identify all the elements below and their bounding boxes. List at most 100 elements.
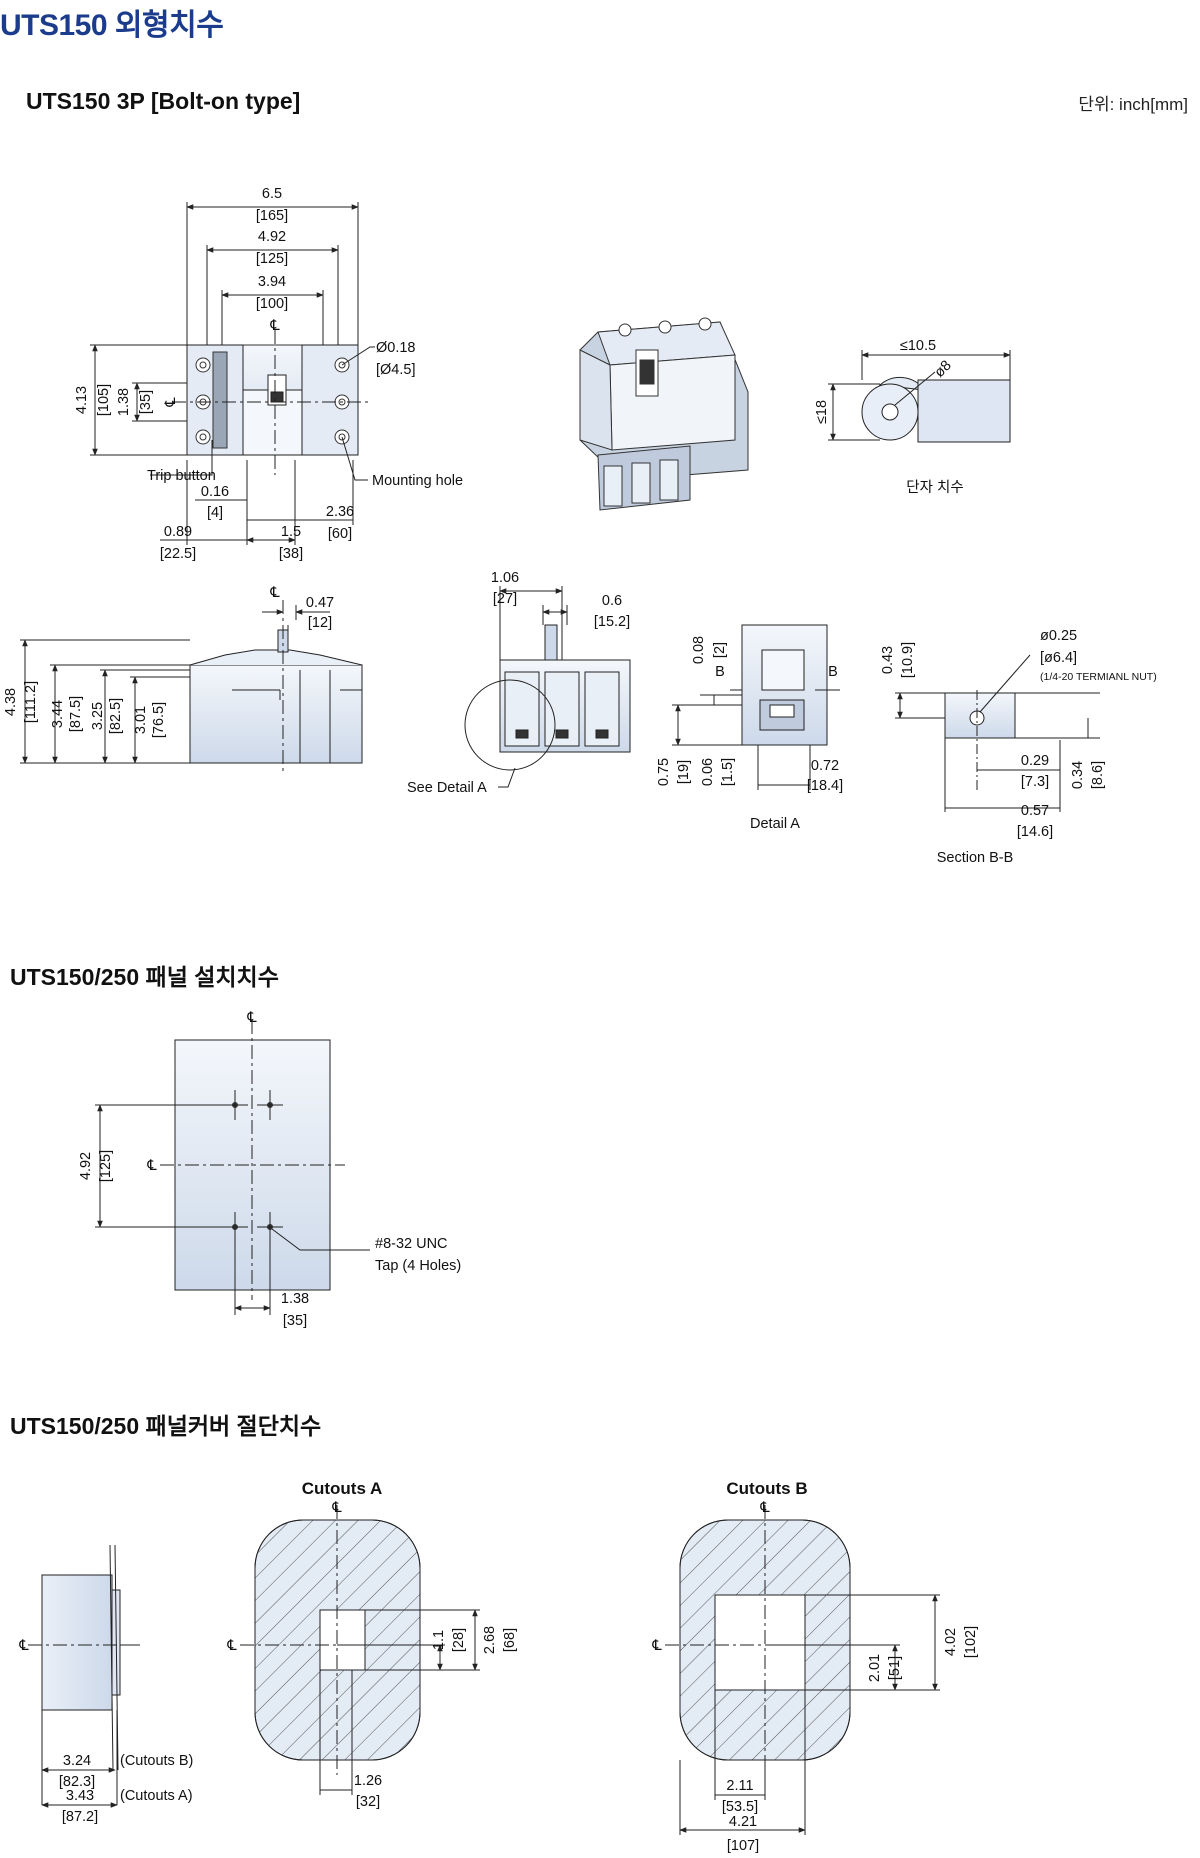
dim-043: 0.43 bbox=[880, 646, 896, 674]
side-view-labels: ℄ 0.47 [12] 4.38 [111.2] 3.44 [87.5] 3.2… bbox=[3, 585, 334, 738]
dim-324-mm: [82.3] bbox=[59, 1774, 95, 1790]
detail-a-labels: 0.08 [2] B B 0.75 [19] 0.06 [1.5] 0.72 [… bbox=[656, 636, 843, 832]
centerline-mark-side: ℄ bbox=[269, 585, 280, 601]
section-bb bbox=[895, 654, 1100, 812]
dim-h325-mm: [82.5] bbox=[108, 698, 124, 734]
side-view bbox=[20, 600, 363, 775]
dim-008-mm: [2] bbox=[712, 642, 728, 658]
end-view-labels: 1.06 [27] 0.6 [15.2] See Detail A bbox=[407, 570, 630, 796]
dim-029-mm: [7.3] bbox=[1021, 774, 1049, 790]
section-title-panel-mount: UTS150/250 패널 설치치수 bbox=[10, 964, 279, 990]
dim-089-mm: [22.5] bbox=[160, 546, 196, 562]
dim-w-mid-mm: [125] bbox=[256, 251, 288, 267]
dim-15-mm: [38] bbox=[279, 546, 303, 562]
dim-057-mm: [14.6] bbox=[1017, 824, 1053, 840]
dim-w-outer: 6.5 bbox=[262, 186, 282, 202]
centerline-mark-panel: ℄ bbox=[246, 1010, 257, 1026]
dim-b-211-mm: [53.5] bbox=[722, 1799, 758, 1815]
dim-w-inner-mm: [100] bbox=[256, 296, 288, 312]
cutout-labels: Cutouts A Cutouts B ℄ ℄ ℄ ℄ ℄ 3.24 [82.3… bbox=[18, 1479, 979, 1854]
dim-016: 0.16 bbox=[201, 484, 229, 500]
label-tap-holes: Tap (4 Holes) bbox=[375, 1258, 461, 1274]
dim-072: 0.72 bbox=[811, 758, 839, 774]
cutout-a-title: Cutouts A bbox=[302, 1479, 383, 1498]
dim-034: 0.34 bbox=[1070, 761, 1086, 789]
cutout-b-title: Cutouts B bbox=[726, 1479, 807, 1498]
terminal-caption: 단자 치수 bbox=[906, 479, 963, 496]
front-view bbox=[90, 202, 375, 545]
dim-h438: 4.38 bbox=[3, 688, 19, 716]
dim-06-mm: [15.2] bbox=[594, 614, 630, 630]
centerline-mark-h: ℄ bbox=[163, 397, 179, 408]
dim-236-mm: [60] bbox=[328, 526, 352, 542]
label-terminal-nut: (1/4-20 TERMIANL NUT) bbox=[1040, 671, 1157, 683]
dim-016-mm: [4] bbox=[207, 505, 223, 521]
dim-h-total-mm: [105] bbox=[96, 384, 112, 416]
dim-b-421-mm: [107] bbox=[727, 1838, 759, 1854]
panel-mounting-plate bbox=[95, 1020, 370, 1315]
dim-b-421: 4.21 bbox=[729, 1814, 757, 1830]
dim-b-201: 2.01 bbox=[867, 1654, 883, 1682]
dim-terminal-d: ø8 bbox=[932, 358, 955, 381]
dim-w-inner: 3.94 bbox=[258, 274, 286, 290]
dim-terminal-w: ≤10.5 bbox=[900, 338, 936, 354]
section-mark-b-left: B bbox=[715, 664, 725, 680]
dim-043-mm: [10.9] bbox=[900, 642, 916, 678]
dim-492: 4.92 bbox=[78, 1152, 94, 1180]
label-tap: #8-32 UNC bbox=[375, 1236, 448, 1252]
dim-072-mm: [18.4] bbox=[807, 778, 843, 794]
dim-138-mm: [35] bbox=[283, 1313, 307, 1329]
terminal-labels: ≤10.5 ø8 ≤18 단자 치수 bbox=[814, 338, 964, 496]
dim-006: 0.06 bbox=[700, 758, 716, 786]
dim-492-mm: [125] bbox=[98, 1150, 114, 1182]
dim-h438-mm: [111.2] bbox=[23, 681, 39, 723]
dim-15: 1.5 bbox=[281, 524, 301, 540]
dim-106-mm: [27] bbox=[493, 591, 517, 607]
dim-w-mid: 4.92 bbox=[258, 229, 286, 245]
dim-h-pitch: 1.38 bbox=[116, 388, 132, 416]
cutout-b bbox=[665, 1505, 940, 1835]
detail-a bbox=[672, 624, 840, 790]
dim-138: 1.38 bbox=[281, 1291, 309, 1307]
dim-025: ø0.25 bbox=[1040, 628, 1077, 644]
dim-06: 0.6 bbox=[602, 593, 622, 609]
dim-075-mm: [19] bbox=[676, 760, 692, 784]
dim-w-outer-mm: [165] bbox=[256, 208, 288, 224]
section-bb-caption: Section B-B bbox=[937, 850, 1014, 866]
dim-343: 3.43 bbox=[66, 1788, 94, 1804]
dim-a-126-mm: [32] bbox=[356, 1794, 380, 1810]
dim-a-11-mm: [28] bbox=[451, 1628, 467, 1652]
page-title: UTS150 외형치수 bbox=[0, 9, 224, 42]
centerline-mark: ℄ bbox=[269, 318, 280, 334]
dim-106: 1.06 bbox=[491, 570, 519, 586]
isometric-view bbox=[579, 317, 749, 511]
centerline-mark-cb: ℄ bbox=[759, 1500, 770, 1516]
centerline-mark-ca-h: ℄ bbox=[226, 1638, 237, 1654]
dim-h301: 3.01 bbox=[133, 706, 149, 734]
terminal-lug bbox=[828, 350, 1011, 443]
dim-008: 0.08 bbox=[691, 636, 707, 664]
dim-075: 0.75 bbox=[656, 758, 672, 786]
label-trip-button: Trip button bbox=[147, 468, 216, 484]
dim-a-268-mm: [68] bbox=[502, 1628, 518, 1652]
section-bb-labels: 0.43 [10.9] ø0.25 [ø6.4] (1/4-20 TERMIAN… bbox=[880, 628, 1157, 866]
dim-hole-d: Ø0.18 bbox=[376, 340, 416, 356]
dim-343-mm: [87.2] bbox=[62, 1809, 98, 1825]
dim-047-mm: [12] bbox=[308, 615, 332, 631]
dim-b-402-mm: [102] bbox=[963, 1626, 979, 1658]
dim-236: 2.36 bbox=[326, 504, 354, 520]
dim-h301-mm: [76.5] bbox=[151, 702, 167, 738]
end-view bbox=[464, 586, 631, 788]
dim-057: 0.57 bbox=[1021, 803, 1049, 819]
section-mark-b-right: B bbox=[828, 664, 838, 680]
centerline-mark-cb-h: ℄ bbox=[651, 1638, 662, 1654]
dim-047: 0.47 bbox=[306, 595, 334, 611]
centerline-mark-ca: ℄ bbox=[331, 1500, 342, 1516]
section-title-cover-cutout: UTS150/250 패널커버 절단치수 bbox=[10, 1413, 322, 1439]
dim-b-211: 2.11 bbox=[726, 1778, 753, 1794]
centerline-mark-panel-h: ℄ bbox=[146, 1158, 157, 1174]
dim-034-mm: [8.6] bbox=[1090, 761, 1106, 789]
dim-089: 0.89 bbox=[164, 524, 192, 540]
dim-324-note: (Cutouts B) bbox=[120, 1753, 193, 1769]
dim-343-note: (Cutouts A) bbox=[120, 1788, 193, 1804]
